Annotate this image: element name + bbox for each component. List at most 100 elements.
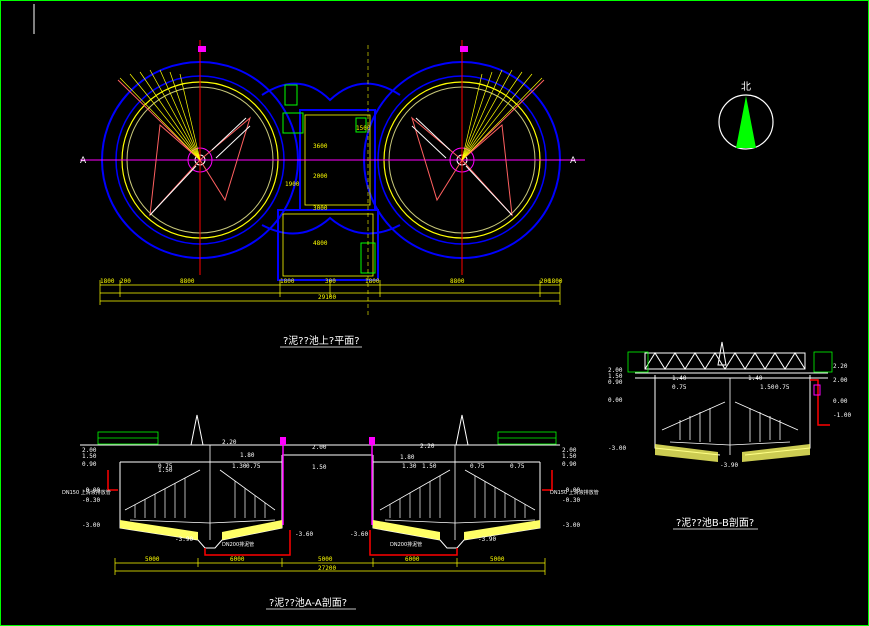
plan-vertical-dim-label: 3000 (313, 205, 328, 212)
aa-levels-bottom: -3.90-3.60-3.60-3.90 (175, 531, 496, 543)
bb-railings (627, 351, 833, 373)
sludge-room (277, 209, 379, 281)
north-label: 北 (741, 81, 751, 93)
aa-right-scraper (379, 445, 536, 540)
right-leader-lines (461, 69, 543, 161)
aa-level-right: -0.00 (562, 487, 580, 494)
aa-pipe-label-right: DN150 上清液排放管 (550, 489, 599, 496)
left-section-b-mark (198, 46, 206, 52)
aa-pipe-label-mid-right: DN200排泥管 (390, 541, 422, 548)
aa-level-inner: 0.75 (470, 463, 485, 470)
aa-levels-left: 2.001.500.90-0.00-0.30-3.00 (82, 447, 100, 529)
section-mark-a-right: A (570, 156, 577, 166)
aa-dim-label: 6000 (230, 556, 245, 563)
aa-level-left: 1.50 (82, 453, 97, 460)
aa-level-inner: 2.20 (222, 439, 237, 446)
aa-level-right: 1.50 (562, 453, 577, 460)
bb-bridge-truss (644, 352, 806, 370)
aa-level-inner: 0.75 (510, 463, 525, 470)
bb-scraper-arms (661, 378, 799, 455)
aa-railings (97, 431, 557, 445)
right-tank-bridge (411, 117, 513, 216)
aa-level-right: 0.90 (562, 461, 577, 468)
section-bb: 2.001.500.900.00-3.00 2.202.000.00-1.00 … (608, 341, 851, 530)
section-mark-a-left: A (80, 156, 87, 166)
plan-vertical-dim-label: 2000 (313, 173, 328, 180)
aa-left-drive-mast (190, 414, 204, 446)
aa-left-base-b (222, 520, 282, 540)
north-circle (718, 94, 774, 150)
aa-magenta-risers (282, 440, 373, 525)
section-aa: 2.001.500.90-0.00-0.30-3.00 2.001.500.90… (62, 414, 599, 610)
plan-dimension-lines (99, 280, 561, 305)
aa-right-base-a (373, 520, 440, 540)
bb-level-inner: 1.40 (672, 375, 687, 382)
bb-level-left: 0.00 (608, 397, 623, 404)
aa-dim-label: 5000 (145, 556, 160, 563)
aa-level-inner: 1.80 (400, 454, 415, 461)
aa-dim-label: 5000 (318, 556, 333, 563)
right-section-b-mark (460, 46, 468, 52)
bb-levels-left: 2.001.500.900.00-3.00 (608, 367, 626, 452)
aa-dimension-lines (114, 558, 546, 575)
bb-drive-mast (717, 341, 727, 366)
plan-dim-label: 1800 (100, 278, 115, 285)
aa-level-inner: 1.50 (422, 463, 437, 470)
aa-pipe-label-mid-left: DN200排泥管 (222, 541, 254, 548)
plan-dim-label: 1800 (280, 278, 295, 285)
plan-dim-label: 1800 (548, 278, 563, 285)
aa-level-inner: 1.80 (240, 452, 255, 459)
aa-level-right: -3.00 (562, 522, 580, 529)
plan-vertical-dim-label: 4800 (313, 240, 328, 247)
plan-vertical-dim-label: 1500 (356, 125, 371, 132)
left-leader-lines (119, 69, 201, 161)
plan-dim-label: 200 (120, 278, 131, 285)
stair-right (355, 117, 367, 133)
bb-level-right: 2.20 (833, 363, 848, 370)
plan-dim-label: 8800 (180, 278, 195, 285)
aa-level-inner: 2.00 (312, 444, 327, 451)
bb-levels-right: 2.202.000.00-1.00 (833, 363, 851, 419)
bb-effluent-pipe (810, 379, 830, 426)
plan-dim-label: 8800 (450, 278, 465, 285)
bb-level-left: -3.00 (608, 445, 626, 452)
aa-levels-right: 2.001.500.90-0.00-0.30-3.00 (562, 447, 580, 529)
plan-dim-label: 200 (540, 278, 551, 285)
aa-level-inner: 0.75 (158, 463, 173, 470)
bb-level-inner: 0.75 (775, 384, 790, 391)
stair-left (282, 112, 304, 134)
aa-valve-left (280, 437, 286, 445)
aa-level-bottom: -3.60 (295, 531, 313, 538)
aa-left-base-a (120, 520, 198, 540)
aa-level-inner: 1.50 (312, 464, 327, 471)
aa-pipes (107, 470, 553, 556)
north-arrow: 北 (718, 81, 774, 150)
bb-base-right (742, 444, 810, 462)
bb-level-left: 0.90 (608, 379, 623, 386)
aa-level-bottom: -3.90 (175, 536, 193, 543)
section-aa-title: ?泥??池A-A剖面? (269, 596, 347, 609)
aa-level-left: -0.00 (82, 487, 100, 494)
aa-left-vertical-bars (134, 478, 266, 518)
bb-level-right: 0.00 (833, 398, 848, 405)
stair-top (284, 84, 298, 106)
bb-base-left (655, 444, 718, 462)
aa-total-dimension: 27200 (318, 565, 336, 572)
left-tank-scraper (117, 79, 251, 217)
aa-level-inner: 1.30 (232, 463, 247, 470)
aa-level-left: -3.00 (82, 522, 100, 529)
right-tank-scraper (411, 79, 545, 217)
plan-vertical-dim-label: 1900 (285, 181, 300, 188)
aa-level-left: -0.30 (82, 497, 100, 504)
aa-level-right: -0.30 (562, 497, 580, 504)
aa-level-left: 2.00 (82, 447, 97, 454)
plan-title: ?泥??池上?平面? (283, 334, 360, 347)
aa-level-bottom: -3.60 (350, 531, 368, 538)
